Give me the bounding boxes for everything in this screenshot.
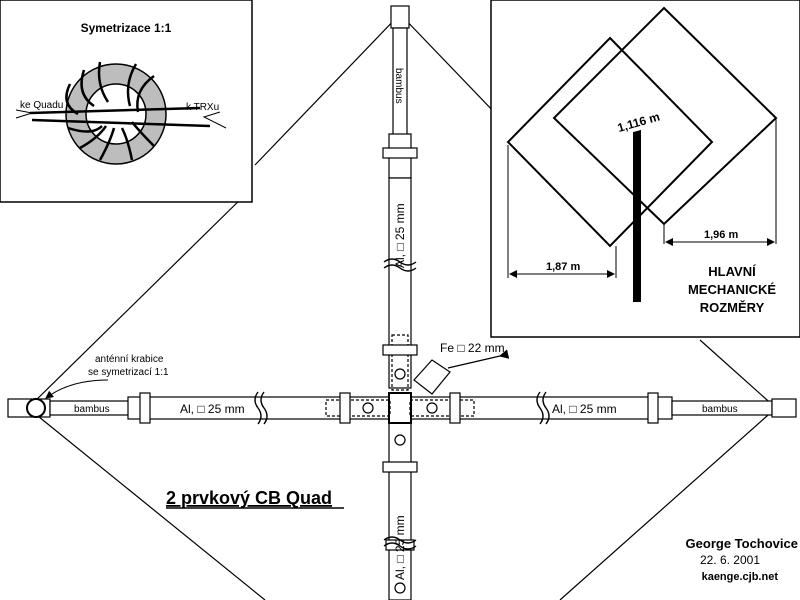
vertical-boom-clamps bbox=[382, 147, 418, 594]
quad-loop-wires bbox=[27, 13, 777, 600]
author-name: George Tochovice bbox=[686, 536, 798, 551]
bamboo-label-right: bambus bbox=[702, 404, 738, 415]
tube-label-upper: Al, □ 25 mm bbox=[393, 203, 407, 268]
fe-profile-label: Fe □ 22 mm bbox=[440, 341, 505, 355]
balun-right-label: k TRXu bbox=[186, 102, 219, 113]
dimensions-inset: 1,116 m 1,87 m 1,96 m HLAVNÍ MECHANICKÉ … bbox=[490, 0, 800, 338]
bamboo-label-top: bambus bbox=[393, 68, 404, 104]
bamboo-label-left: bambus bbox=[74, 404, 110, 415]
dim-caption-2: MECHANICKÉ bbox=[688, 282, 776, 297]
dim-front-width: 1,87 m bbox=[546, 261, 580, 273]
box-note-arrow bbox=[45, 379, 109, 399]
box-note-line1: anténní krabice bbox=[95, 354, 164, 365]
tube-label-left: Al, □ 25 mm bbox=[180, 402, 245, 416]
mast bbox=[633, 128, 641, 302]
box-note-line2: se symetrizací 1:1 bbox=[88, 367, 169, 378]
dim-rear-width: 1,96 m bbox=[704, 229, 738, 241]
author-date: 22. 6. 2001 bbox=[700, 553, 760, 567]
drawing-title: 2 prvkový CB Quad bbox=[166, 488, 332, 508]
balun-left-label: ke Quadu bbox=[20, 100, 63, 111]
balun-inset: Symetrizace 1:1 ke Quadu k TRXu bbox=[0, 0, 253, 203]
horizontal-boom bbox=[7, 392, 797, 424]
vertical-boom bbox=[388, 5, 412, 600]
tube-label-lower: Al, □ 25 mm bbox=[393, 515, 407, 580]
horizontal-boom-clamps bbox=[26, 392, 659, 424]
dim-caption-1: HLAVNÍ bbox=[708, 264, 756, 279]
break-marks bbox=[254, 258, 550, 550]
author-web: kaenge.cjb.net bbox=[702, 571, 779, 583]
fe-profile bbox=[413, 349, 510, 395]
dim-caption-3: ROZMĚRY bbox=[700, 300, 765, 315]
balun-title: Symetrizace 1:1 bbox=[81, 21, 172, 35]
tube-label-right: Al, □ 25 mm bbox=[552, 402, 617, 416]
